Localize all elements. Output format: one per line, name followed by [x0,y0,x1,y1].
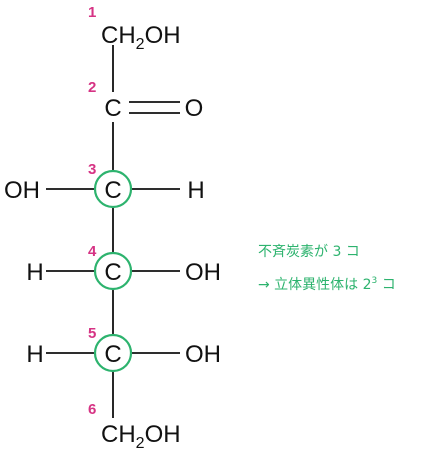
c6-oh: OH [145,421,181,448]
c5-left-substituent: H [26,341,43,368]
carbon-number-3: 3 [88,161,96,178]
c4-right-substituent: OH [185,259,221,286]
c1-subscript: 2 [136,36,145,53]
chiral-circle-c4 [93,251,133,291]
carbon-number-5: 5 [88,325,96,342]
note-line-1: 不斉炭素が 3 コ [258,244,360,260]
note-line-2-superscript: 3 [372,276,378,286]
c4-carbon-label: C [104,259,121,286]
note-line-2-main: → 立体異性体は 2 [258,277,372,293]
chiral-circle-c3 [93,169,133,209]
c4-left-substituent: H [26,259,43,286]
c3-left-substituent: OH [4,177,40,204]
c3-right-substituent: H [187,177,204,204]
chiral-circle-c5 [93,333,133,373]
c6-subscript: 2 [136,435,145,450]
carbon-number-4: 4 [88,243,97,260]
c2-carbon-label: C [104,95,121,122]
c1-group-label: CH2OH [101,22,181,53]
c6-group-label: CH2OH [101,421,181,450]
note-line-2: → 立体異性体は 23 コ [258,276,396,293]
c1-oh: OH [145,22,181,49]
c3-carbon-label: C [104,177,121,204]
note-line-2-tail: コ [377,277,395,293]
c1-ch: CH [101,22,136,49]
c6-ch: CH [101,421,136,448]
carbon-number-1: 1 [88,4,96,21]
c5-right-substituent: OH [185,341,221,368]
c2-oxygen-label: O [185,95,204,122]
c5-carbon-label: C [104,341,121,368]
carbon-number-2: 2 [88,79,96,96]
carbon-number-6: 6 [88,401,96,418]
